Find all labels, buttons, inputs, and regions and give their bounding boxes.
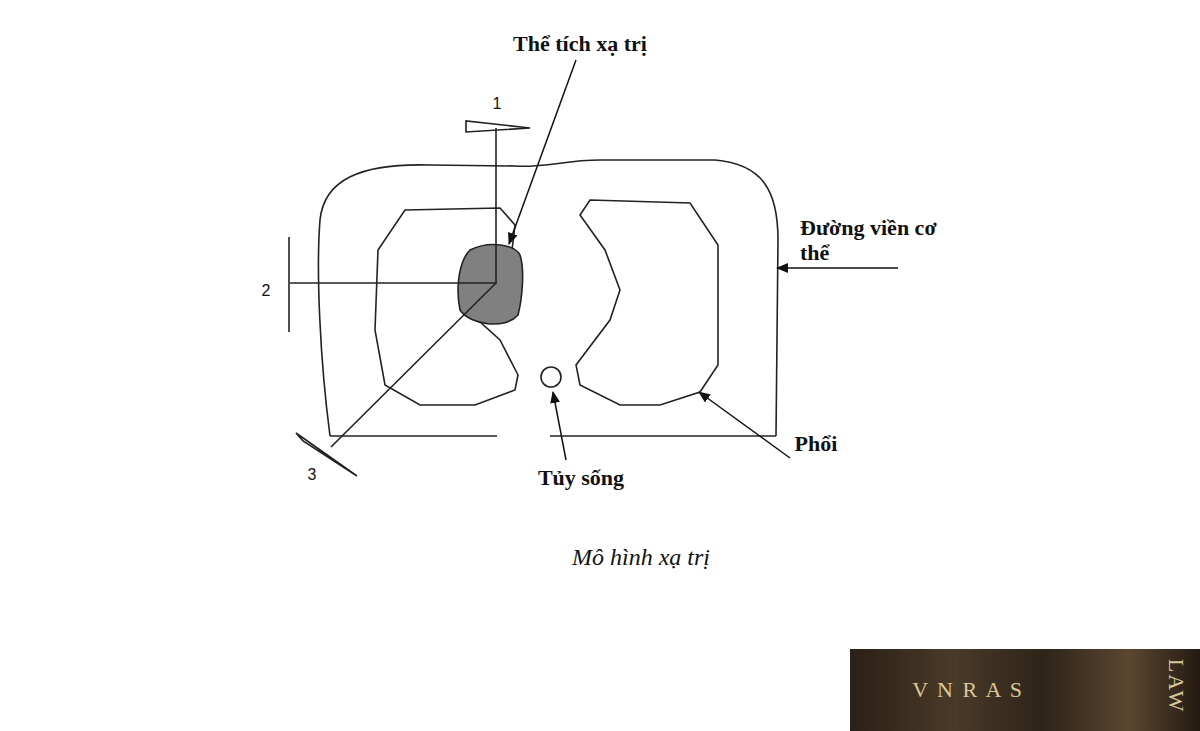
watermark-text: LAW xyxy=(1163,659,1189,713)
spinal-cord xyxy=(541,367,561,387)
beam-2-bar xyxy=(288,237,290,332)
callout-number: 2 xyxy=(262,282,271,300)
right-lung xyxy=(576,200,718,405)
body-outline xyxy=(318,160,778,436)
callout-label: Tủy sống xyxy=(538,465,624,490)
beam-3 xyxy=(331,283,496,447)
beam-1 xyxy=(495,128,497,284)
callout-number: 3 xyxy=(308,466,317,484)
figure-caption: Mô hình xạ trị xyxy=(572,544,710,572)
leader-arrow xyxy=(699,392,790,458)
leader-arrow xyxy=(553,392,566,460)
body-bottom xyxy=(330,435,497,437)
wedge-1 xyxy=(466,121,530,132)
leader-arrow xyxy=(509,60,576,244)
wedge-3 xyxy=(296,433,357,476)
callout-number: 1 xyxy=(493,95,502,113)
beam-2 xyxy=(290,282,496,284)
callout-label: Thể tích xạ trị xyxy=(513,31,647,56)
watermark-logo xyxy=(850,649,1200,731)
body-bottom xyxy=(550,435,776,437)
callout-label: Đường viền cơ thể xyxy=(800,215,940,266)
callout-label: Phổi xyxy=(795,431,838,456)
leader-arrow xyxy=(777,267,898,269)
watermark-text: V N R A S xyxy=(912,677,1024,703)
